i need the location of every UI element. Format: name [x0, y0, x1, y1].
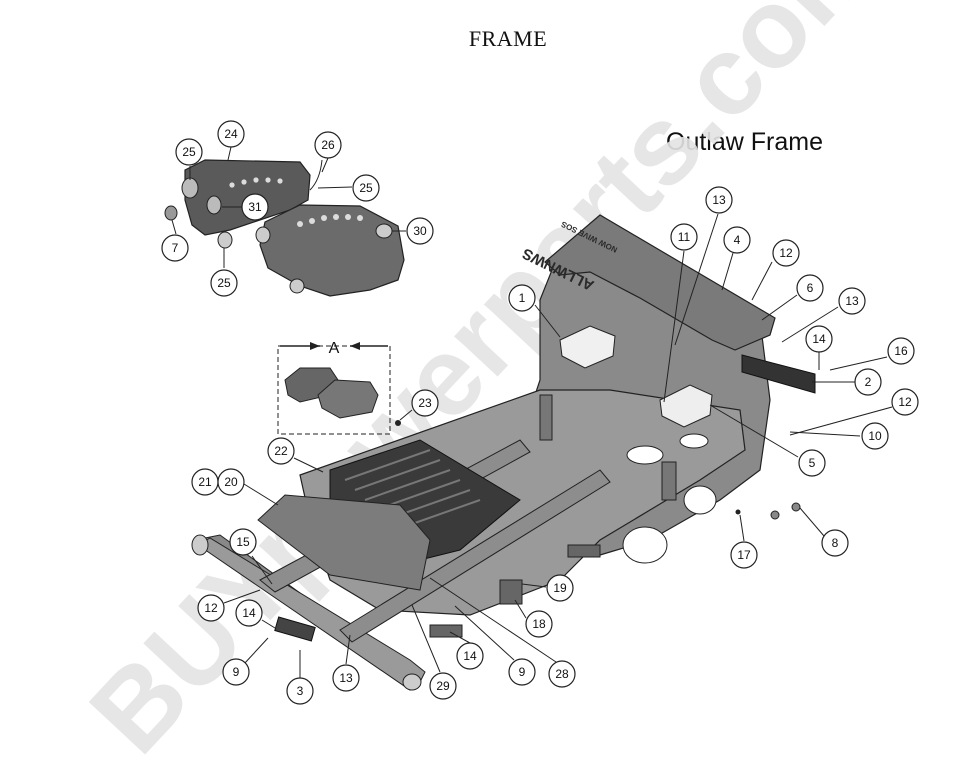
- detail-a-box: A: [277, 340, 391, 435]
- svg-text:21: 21: [198, 475, 212, 489]
- svg-text:15: 15: [236, 535, 250, 549]
- svg-text:23: 23: [418, 396, 432, 410]
- callout-11: 11: [670, 223, 698, 251]
- page-title: FRAME: [468, 26, 548, 51]
- svg-text:25: 25: [217, 276, 231, 290]
- callout-30: 30: [406, 217, 434, 245]
- callout-10: 10: [861, 422, 889, 450]
- svg-text:3: 3: [297, 684, 304, 698]
- svg-text:20: 20: [224, 475, 238, 489]
- callout-9: 9: [222, 658, 250, 686]
- callout-20: 20: [217, 468, 245, 496]
- svg-text:31: 31: [248, 200, 262, 214]
- svg-text:9: 9: [233, 665, 240, 679]
- main-frame: ALLWNWS NOW WIVE SOS: [191, 214, 816, 691]
- callout-14: 14: [456, 642, 484, 670]
- callout-16: 16: [887, 337, 915, 365]
- callout-14: 14: [805, 325, 833, 353]
- callout-19: 19: [546, 574, 574, 602]
- callout-13: 13: [332, 664, 360, 692]
- callout-14: 14: [235, 599, 263, 627]
- callout-25: 25: [210, 269, 238, 297]
- svg-text:10: 10: [868, 429, 882, 443]
- callout-15: 15: [229, 528, 257, 556]
- callouts: 24 25 26 25 31 7 25 30 13 11 4 12 1 6 13…: [161, 120, 919, 705]
- svg-text:8: 8: [832, 536, 839, 550]
- callout-28: 28: [548, 660, 576, 688]
- svg-text:25: 25: [359, 181, 373, 195]
- svg-text:11: 11: [678, 230, 691, 244]
- svg-text:13: 13: [339, 671, 353, 685]
- svg-text:18: 18: [532, 617, 546, 631]
- callout-26: 26: [314, 131, 342, 159]
- svg-text:12: 12: [204, 601, 218, 615]
- svg-text:13: 13: [845, 294, 859, 308]
- callout-12: 12: [772, 239, 800, 267]
- callout-3: 3: [286, 677, 314, 705]
- callout-5: 5: [798, 449, 826, 477]
- callout-13: 13: [838, 287, 866, 315]
- svg-text:22: 22: [274, 444, 288, 458]
- svg-text:24: 24: [224, 127, 238, 141]
- callout-7: 7: [161, 234, 189, 262]
- callout-31: 31: [241, 193, 269, 221]
- callout-1: 1: [508, 284, 536, 312]
- svg-text:19: 19: [553, 581, 567, 595]
- diagram-subtitle: Outlaw Frame: [666, 128, 823, 156]
- callout-2: 2: [854, 368, 882, 396]
- svg-text:16: 16: [894, 344, 908, 358]
- svg-text:14: 14: [242, 606, 256, 620]
- callout-23: 23: [411, 389, 439, 417]
- svg-text:4: 4: [734, 233, 741, 247]
- callout-29: 29: [429, 672, 457, 700]
- svg-text:1: 1: [519, 291, 526, 305]
- svg-text:13: 13: [712, 193, 726, 207]
- svg-text:29: 29: [436, 679, 450, 693]
- callout-8: 8: [821, 529, 849, 557]
- svg-text:9: 9: [519, 665, 526, 679]
- callout-22: 22: [267, 437, 295, 465]
- detail-a-label: A: [329, 340, 340, 357]
- svg-text:2: 2: [865, 375, 872, 389]
- leader-lines: [171, 146, 893, 678]
- callout-12: 12: [891, 388, 919, 416]
- callout-13: 13: [705, 186, 733, 214]
- svg-text:25: 25: [182, 145, 196, 159]
- callout-21: 21: [191, 468, 219, 496]
- callout-25: 25: [175, 138, 203, 166]
- svg-text:6: 6: [807, 281, 814, 295]
- svg-text:30: 30: [413, 224, 427, 238]
- svg-text:14: 14: [812, 332, 826, 346]
- callout-18: 18: [525, 610, 553, 638]
- svg-text:17: 17: [737, 548, 751, 562]
- svg-text:7: 7: [172, 241, 179, 255]
- callout-17: 17: [730, 541, 758, 569]
- seat-bracket-exploded: [164, 159, 405, 297]
- callout-6: 6: [796, 274, 824, 302]
- svg-text:12: 12: [779, 246, 793, 260]
- svg-text:28: 28: [555, 667, 569, 681]
- svg-text:26: 26: [321, 138, 335, 152]
- svg-text:12: 12: [898, 395, 912, 409]
- callout-12: 12: [197, 594, 225, 622]
- callout-9: 9: [508, 658, 536, 686]
- callout-4: 4: [723, 226, 751, 254]
- callout-24: 24: [217, 120, 245, 148]
- svg-text:14: 14: [463, 649, 477, 663]
- svg-text:5: 5: [809, 456, 816, 470]
- callout-25: 25: [352, 174, 380, 202]
